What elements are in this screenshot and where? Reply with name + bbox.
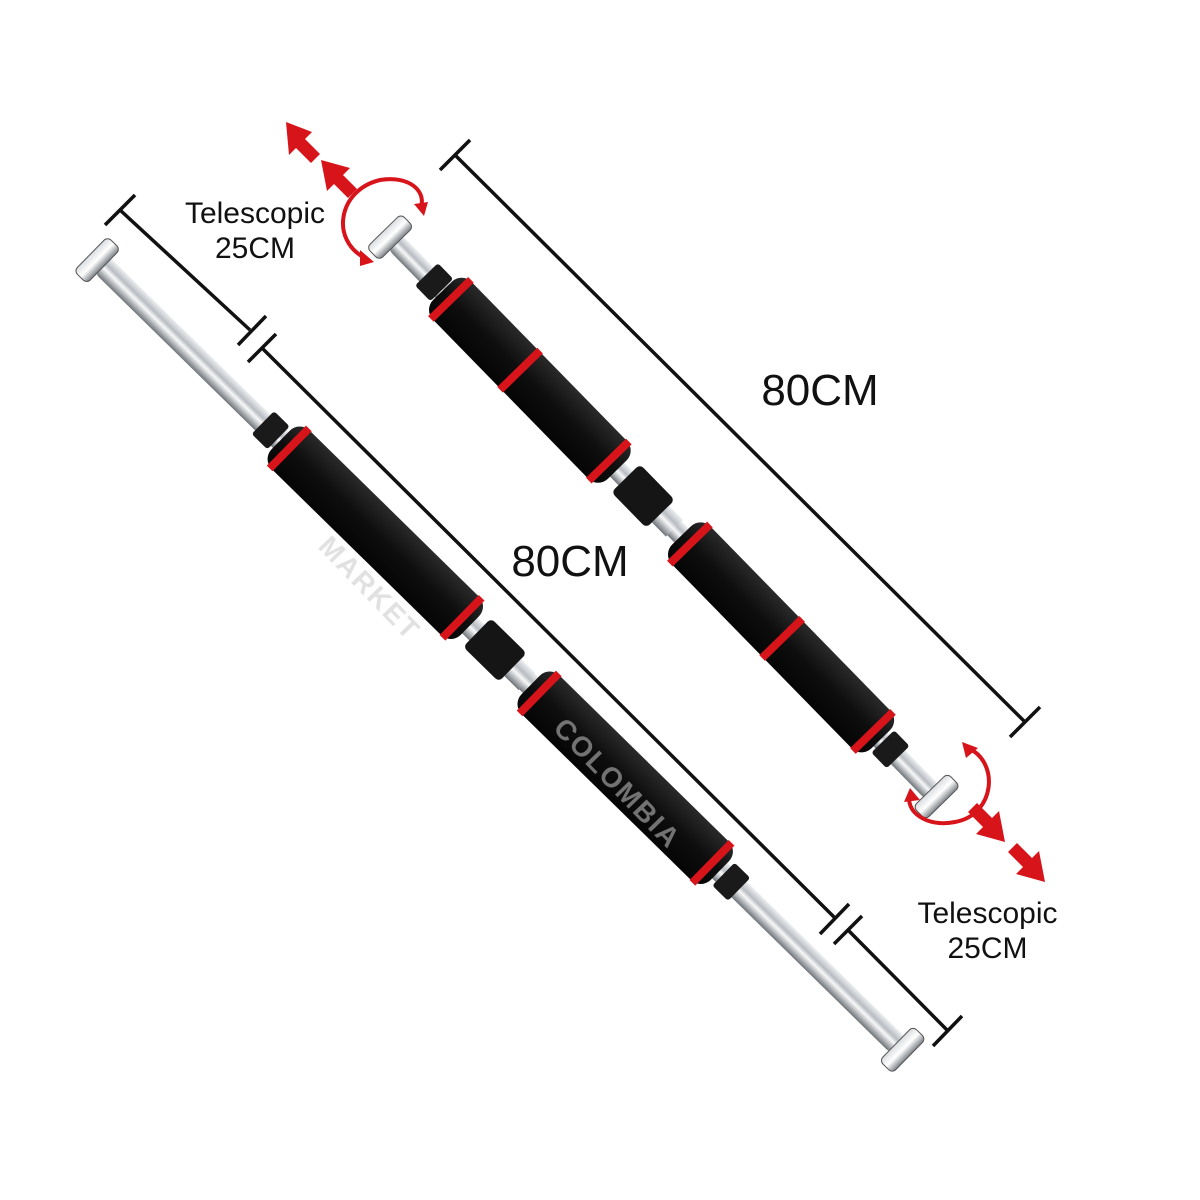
- red-ring: [497, 347, 543, 393]
- center-joint: [651, 505, 684, 537]
- collar: [713, 863, 750, 900]
- red-ring: [689, 840, 735, 886]
- foam-grip: [517, 671, 733, 885]
- red-ring: [667, 521, 713, 567]
- end-cap: [914, 774, 959, 819]
- center-joint: [465, 620, 525, 680]
- telescopic-text: Telescopic: [184, 197, 326, 230]
- red-ring: [516, 670, 562, 717]
- telescopic-text: Telescopic: [917, 897, 1058, 930]
- dimension-right: [438, 138, 1042, 739]
- collar: [252, 412, 289, 449]
- telescopic-label-bottom: Telescopic 25CM: [895, 897, 1080, 966]
- end-cap: [75, 238, 119, 282]
- red-ring: [439, 595, 485, 641]
- red-ring: [850, 709, 896, 754]
- pull-up-bar-left: [75, 238, 925, 1072]
- telescopic-label-top: Telescopic 25CM: [170, 197, 340, 266]
- end-cap: [368, 215, 412, 259]
- dimension-left: [103, 193, 964, 1048]
- telescopic-length: 25CM: [214, 231, 296, 265]
- end-cap: [880, 1027, 925, 1072]
- foam-grip: [267, 426, 484, 640]
- collar: [416, 264, 453, 301]
- rotate-arrow-icon: [341, 177, 428, 266]
- length-label-top: 80CM: [761, 366, 879, 415]
- length-label-left: 80CM: [511, 537, 629, 586]
- red-ring: [585, 438, 632, 484]
- center-joint: [613, 466, 673, 526]
- telescopic-length: 25CM: [947, 931, 1028, 965]
- collar: [872, 731, 909, 768]
- foam-grip: [428, 277, 631, 483]
- pull-up-bar-right: [368, 215, 959, 819]
- red-ring: [266, 425, 312, 472]
- extend-arrow-icon: [286, 122, 357, 198]
- rotate-arrow-icon: [904, 742, 991, 826]
- center-joint: [504, 658, 536, 691]
- red-ring: [428, 276, 474, 322]
- extend-arrow-icon: [968, 803, 1045, 882]
- red-ring: [759, 616, 805, 661]
